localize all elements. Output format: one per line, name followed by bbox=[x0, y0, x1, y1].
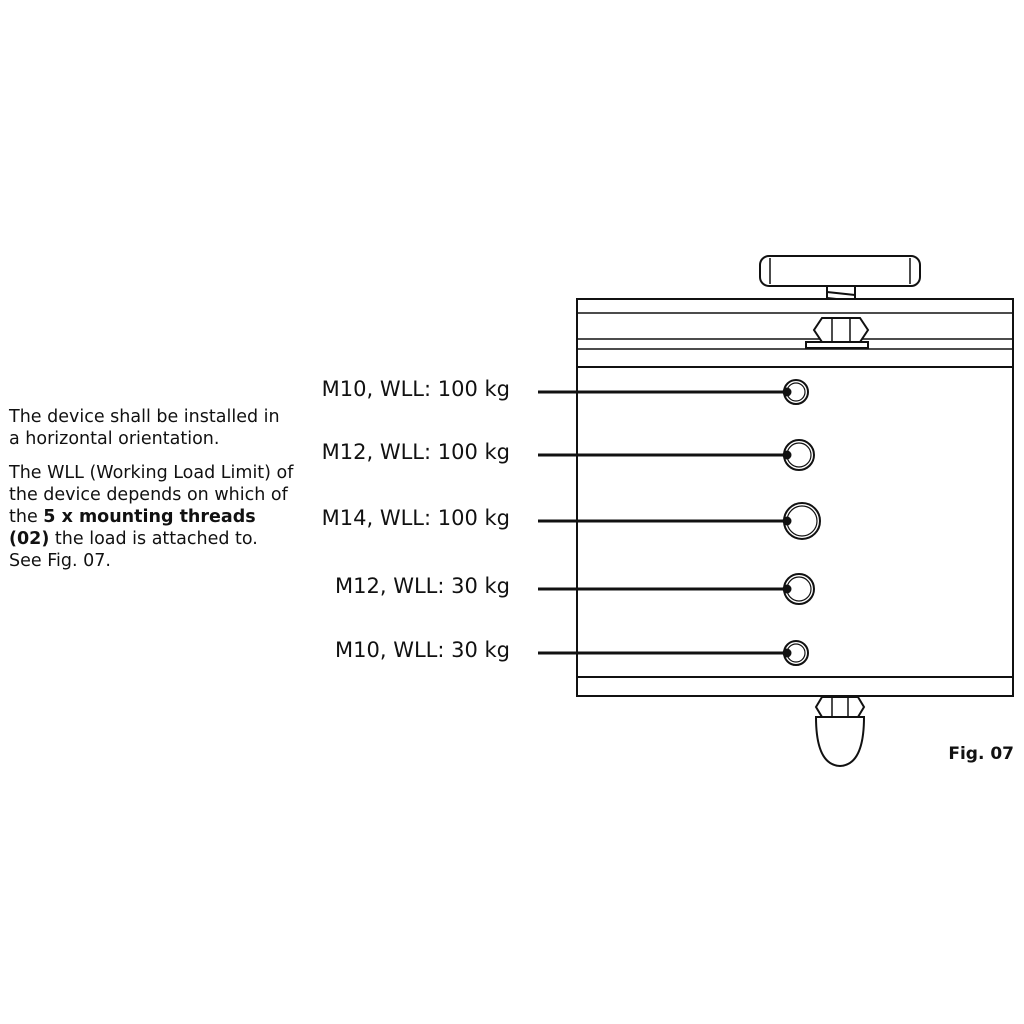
instruction-text: The device shall be installed in a horiz… bbox=[9, 406, 294, 584]
top-nut bbox=[805, 317, 870, 349]
leader-dot bbox=[782, 584, 792, 594]
clamp-body bbox=[576, 298, 1014, 697]
leader-dot bbox=[782, 450, 792, 460]
thread-label-4: M12, WLL: 30 kg bbox=[335, 574, 510, 598]
thread-label-3: M14, WLL: 100 kg bbox=[321, 506, 510, 530]
thread-label-1: M10, WLL: 100 kg bbox=[321, 377, 510, 401]
t-handle bbox=[759, 255, 921, 287]
thread-label-2: M12, WLL: 100 kg bbox=[321, 440, 510, 464]
leader-dot bbox=[782, 387, 792, 397]
mounting-threads bbox=[538, 379, 821, 666]
mounting-threads-ref: 5 x mounting threads (02) bbox=[9, 507, 256, 549]
figure-label: Fig. 07 bbox=[948, 744, 1014, 764]
orientation-note: The device shall be installed in a horiz… bbox=[9, 407, 280, 449]
leader-dot bbox=[782, 516, 792, 526]
leader-dot bbox=[782, 648, 792, 658]
thread-label-5: M10, WLL: 30 kg bbox=[335, 638, 510, 662]
wll-note: The WLL (Working Load Limit) of the devi… bbox=[9, 463, 294, 571]
bottom-cap-nut bbox=[814, 696, 866, 768]
